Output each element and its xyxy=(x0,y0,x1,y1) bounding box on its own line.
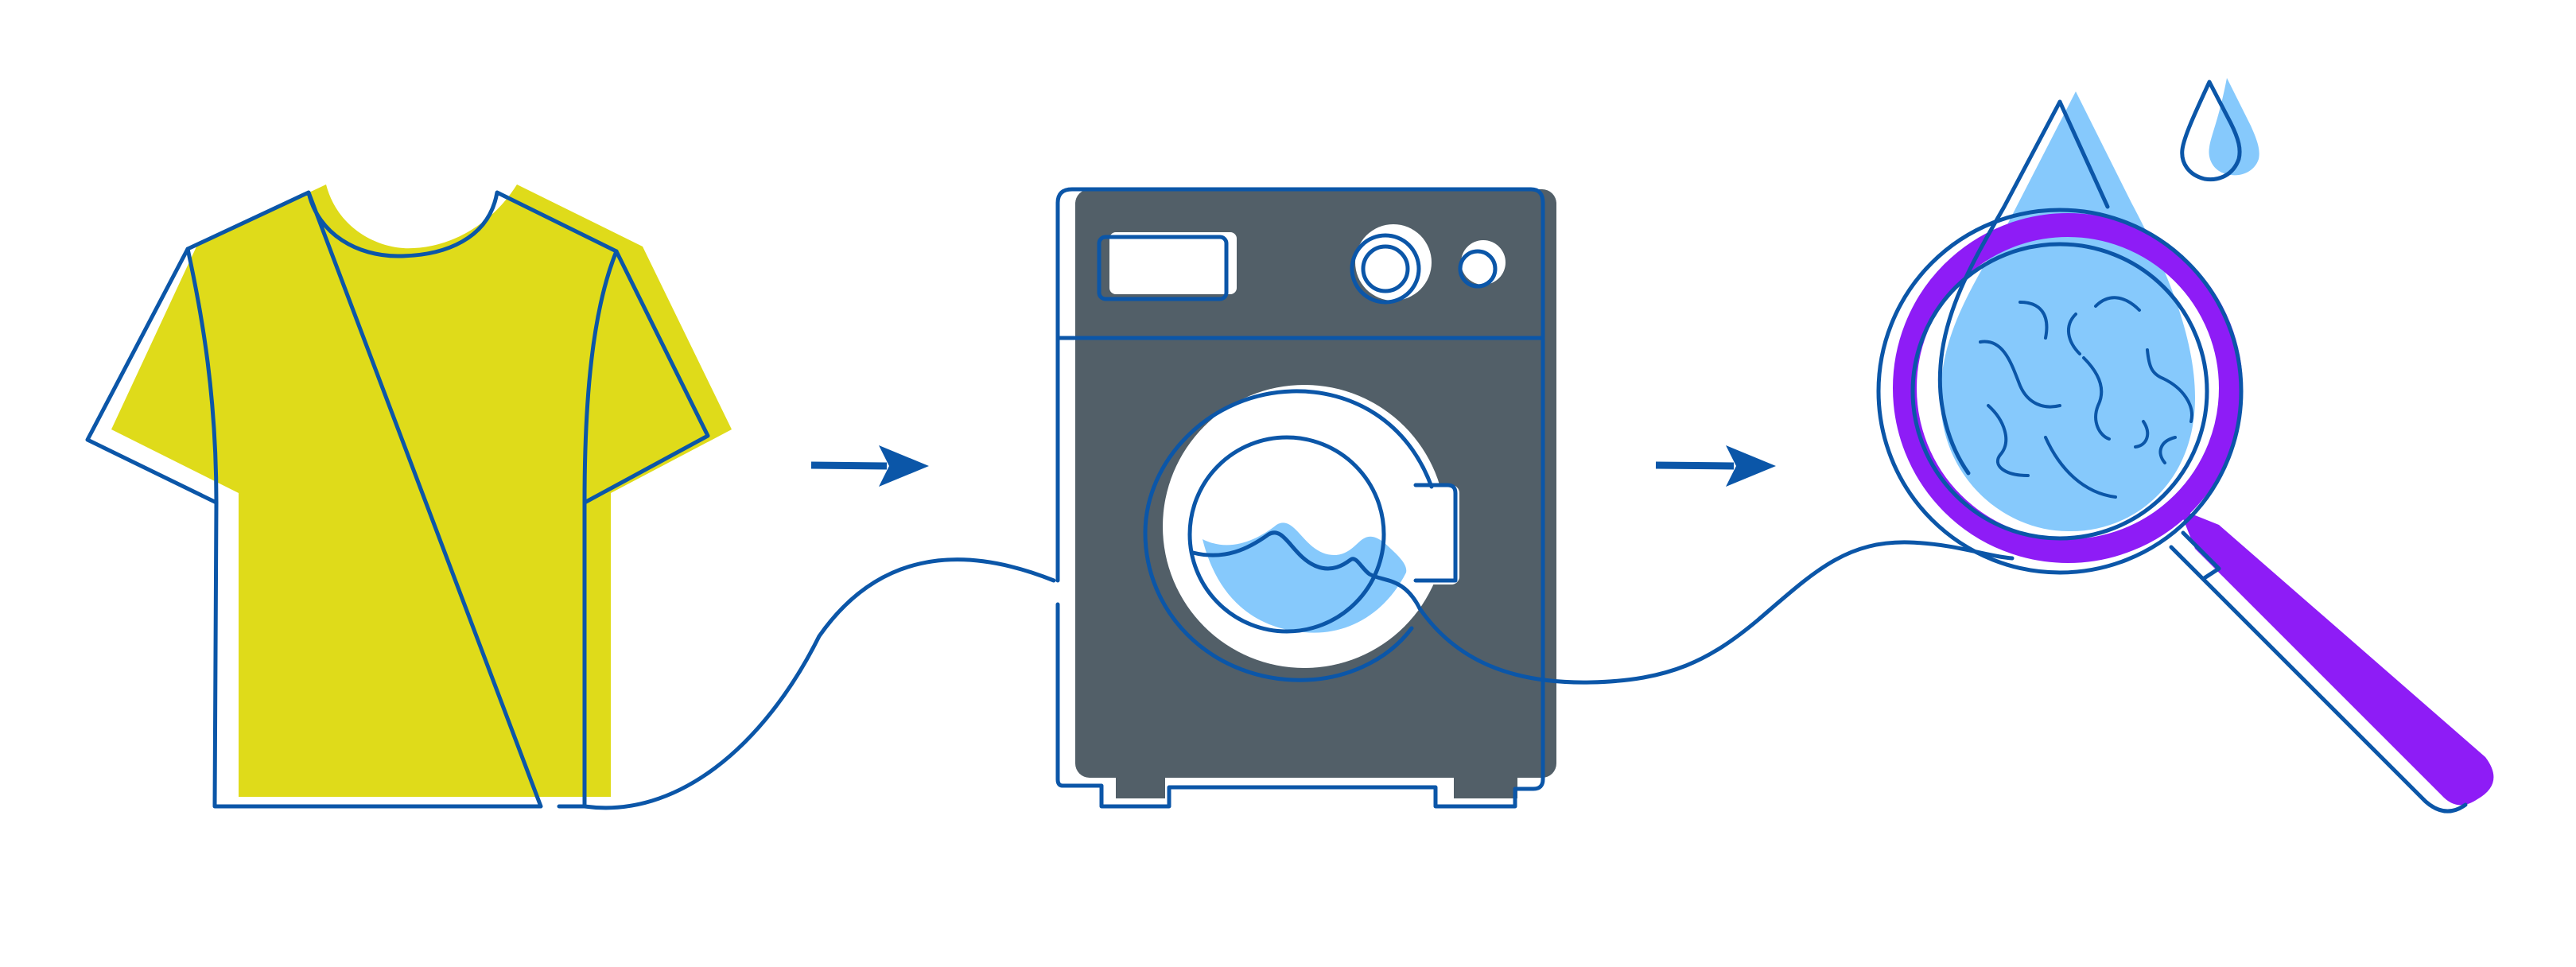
magnifier-rim xyxy=(1893,213,2243,563)
washer-display xyxy=(1109,232,1237,294)
tshirt-left-sleeve-seam xyxy=(185,247,219,505)
washer-door-outline xyxy=(1143,389,1434,682)
washer-display-outline xyxy=(1097,235,1229,301)
washer-handle-outline xyxy=(1413,483,1458,583)
arrow-2-head xyxy=(1726,445,1776,487)
arrow-1-shaft xyxy=(810,461,888,470)
water-drop-large xyxy=(1941,91,2195,532)
tshirt-right-sleeve-seam xyxy=(582,249,619,505)
tshirt-icon xyxy=(85,184,732,809)
arrow-2-shaft xyxy=(1655,461,1735,470)
microfiber-strand xyxy=(2134,420,2150,449)
tshirt-outline xyxy=(85,190,710,809)
magnifying-glass-icon xyxy=(1876,78,2494,814)
arrow-right-icon xyxy=(1655,445,1776,487)
washer-drum-outline xyxy=(1187,435,1386,634)
process-connector-line xyxy=(582,540,2015,810)
washer-foot-left xyxy=(1116,773,1165,798)
microfiber-strand xyxy=(1979,340,2061,409)
washer-foot-right xyxy=(1454,773,1517,798)
washer-knob-small-outline xyxy=(1458,249,1498,289)
washer-knob-large-outline xyxy=(1350,233,1421,305)
washer-water-line xyxy=(1191,530,1422,611)
water-drop-small-outline xyxy=(2180,80,2242,182)
water-drop-large-outline-right xyxy=(2057,99,2110,209)
washing-machine-icon xyxy=(1055,187,1556,809)
microfiber-strand xyxy=(1987,404,2030,477)
microfiber-strand xyxy=(2067,313,2081,355)
microfiber-strands xyxy=(1979,296,2193,499)
magnifier-handle xyxy=(2179,509,2494,806)
magnifier-handle-outline xyxy=(2169,530,2468,814)
microfiber-strand xyxy=(2044,436,2117,499)
magnifier-lens-inner-outline xyxy=(1910,242,2209,541)
microfiber-strand xyxy=(2146,348,2193,423)
arrow-right-icon xyxy=(810,445,929,487)
arrow-1-head xyxy=(879,445,929,487)
water-drop-large-outline xyxy=(1937,99,2062,476)
washer-knob-small xyxy=(1461,240,1506,285)
washer-door-handle xyxy=(1420,485,1459,584)
washer-knob-large-inner xyxy=(1361,244,1410,293)
microfiber-strand xyxy=(2018,301,2049,340)
microfiber-strand xyxy=(2094,296,2141,312)
magnifier-lens-outer-outline xyxy=(1876,208,2244,575)
washer-knob-large xyxy=(1355,224,1432,301)
microfiber-strand xyxy=(2158,436,2177,464)
microfiber-strand xyxy=(2082,356,2111,441)
washer-outline xyxy=(1055,187,1545,809)
